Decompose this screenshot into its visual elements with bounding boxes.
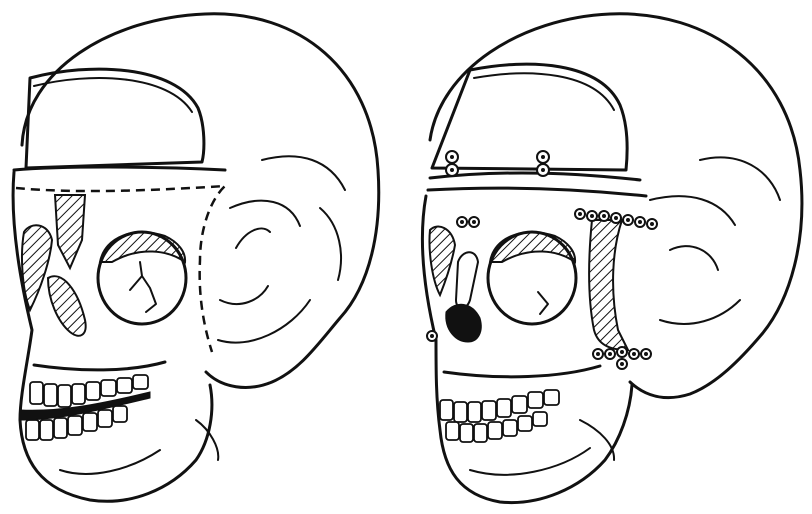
left-maxilla-line bbox=[34, 362, 165, 370]
right-orbit-fissure bbox=[538, 292, 548, 314]
lower-lateral-plate bbox=[593, 347, 651, 369]
left-orbit-fissure bbox=[130, 262, 156, 312]
left-skull bbox=[13, 14, 379, 501]
left-temporal-line bbox=[262, 156, 345, 280]
left-orbit-hatched bbox=[22, 225, 52, 310]
right-maxilla-line bbox=[444, 366, 600, 377]
right-orbit-roof-hatch bbox=[490, 232, 575, 262]
right-forehead-flap bbox=[432, 64, 627, 170]
left-zygoma-line bbox=[218, 201, 310, 343]
left-face-outline bbox=[13, 172, 212, 501]
right-brow-bar bbox=[430, 173, 640, 180]
right-nasal-aperture bbox=[446, 304, 481, 342]
left-forehead-flap bbox=[26, 69, 204, 168]
left-osteotomy-dashed-line bbox=[16, 186, 225, 352]
left-nasal-graft bbox=[55, 195, 85, 268]
right-nasal-bone-graft bbox=[456, 252, 478, 308]
nasal-plate bbox=[457, 217, 479, 227]
right-orbit-hatched-small bbox=[429, 226, 455, 295]
right-lateral-graft bbox=[589, 220, 628, 350]
right-brow-bar-lower bbox=[428, 188, 646, 196]
right-zygoma-lines bbox=[650, 157, 780, 324]
right-skull bbox=[422, 14, 802, 503]
left-orbit-roof-hatch bbox=[100, 232, 185, 262]
left-nasal-aperture bbox=[48, 276, 86, 336]
left-brow-line bbox=[14, 167, 225, 170]
